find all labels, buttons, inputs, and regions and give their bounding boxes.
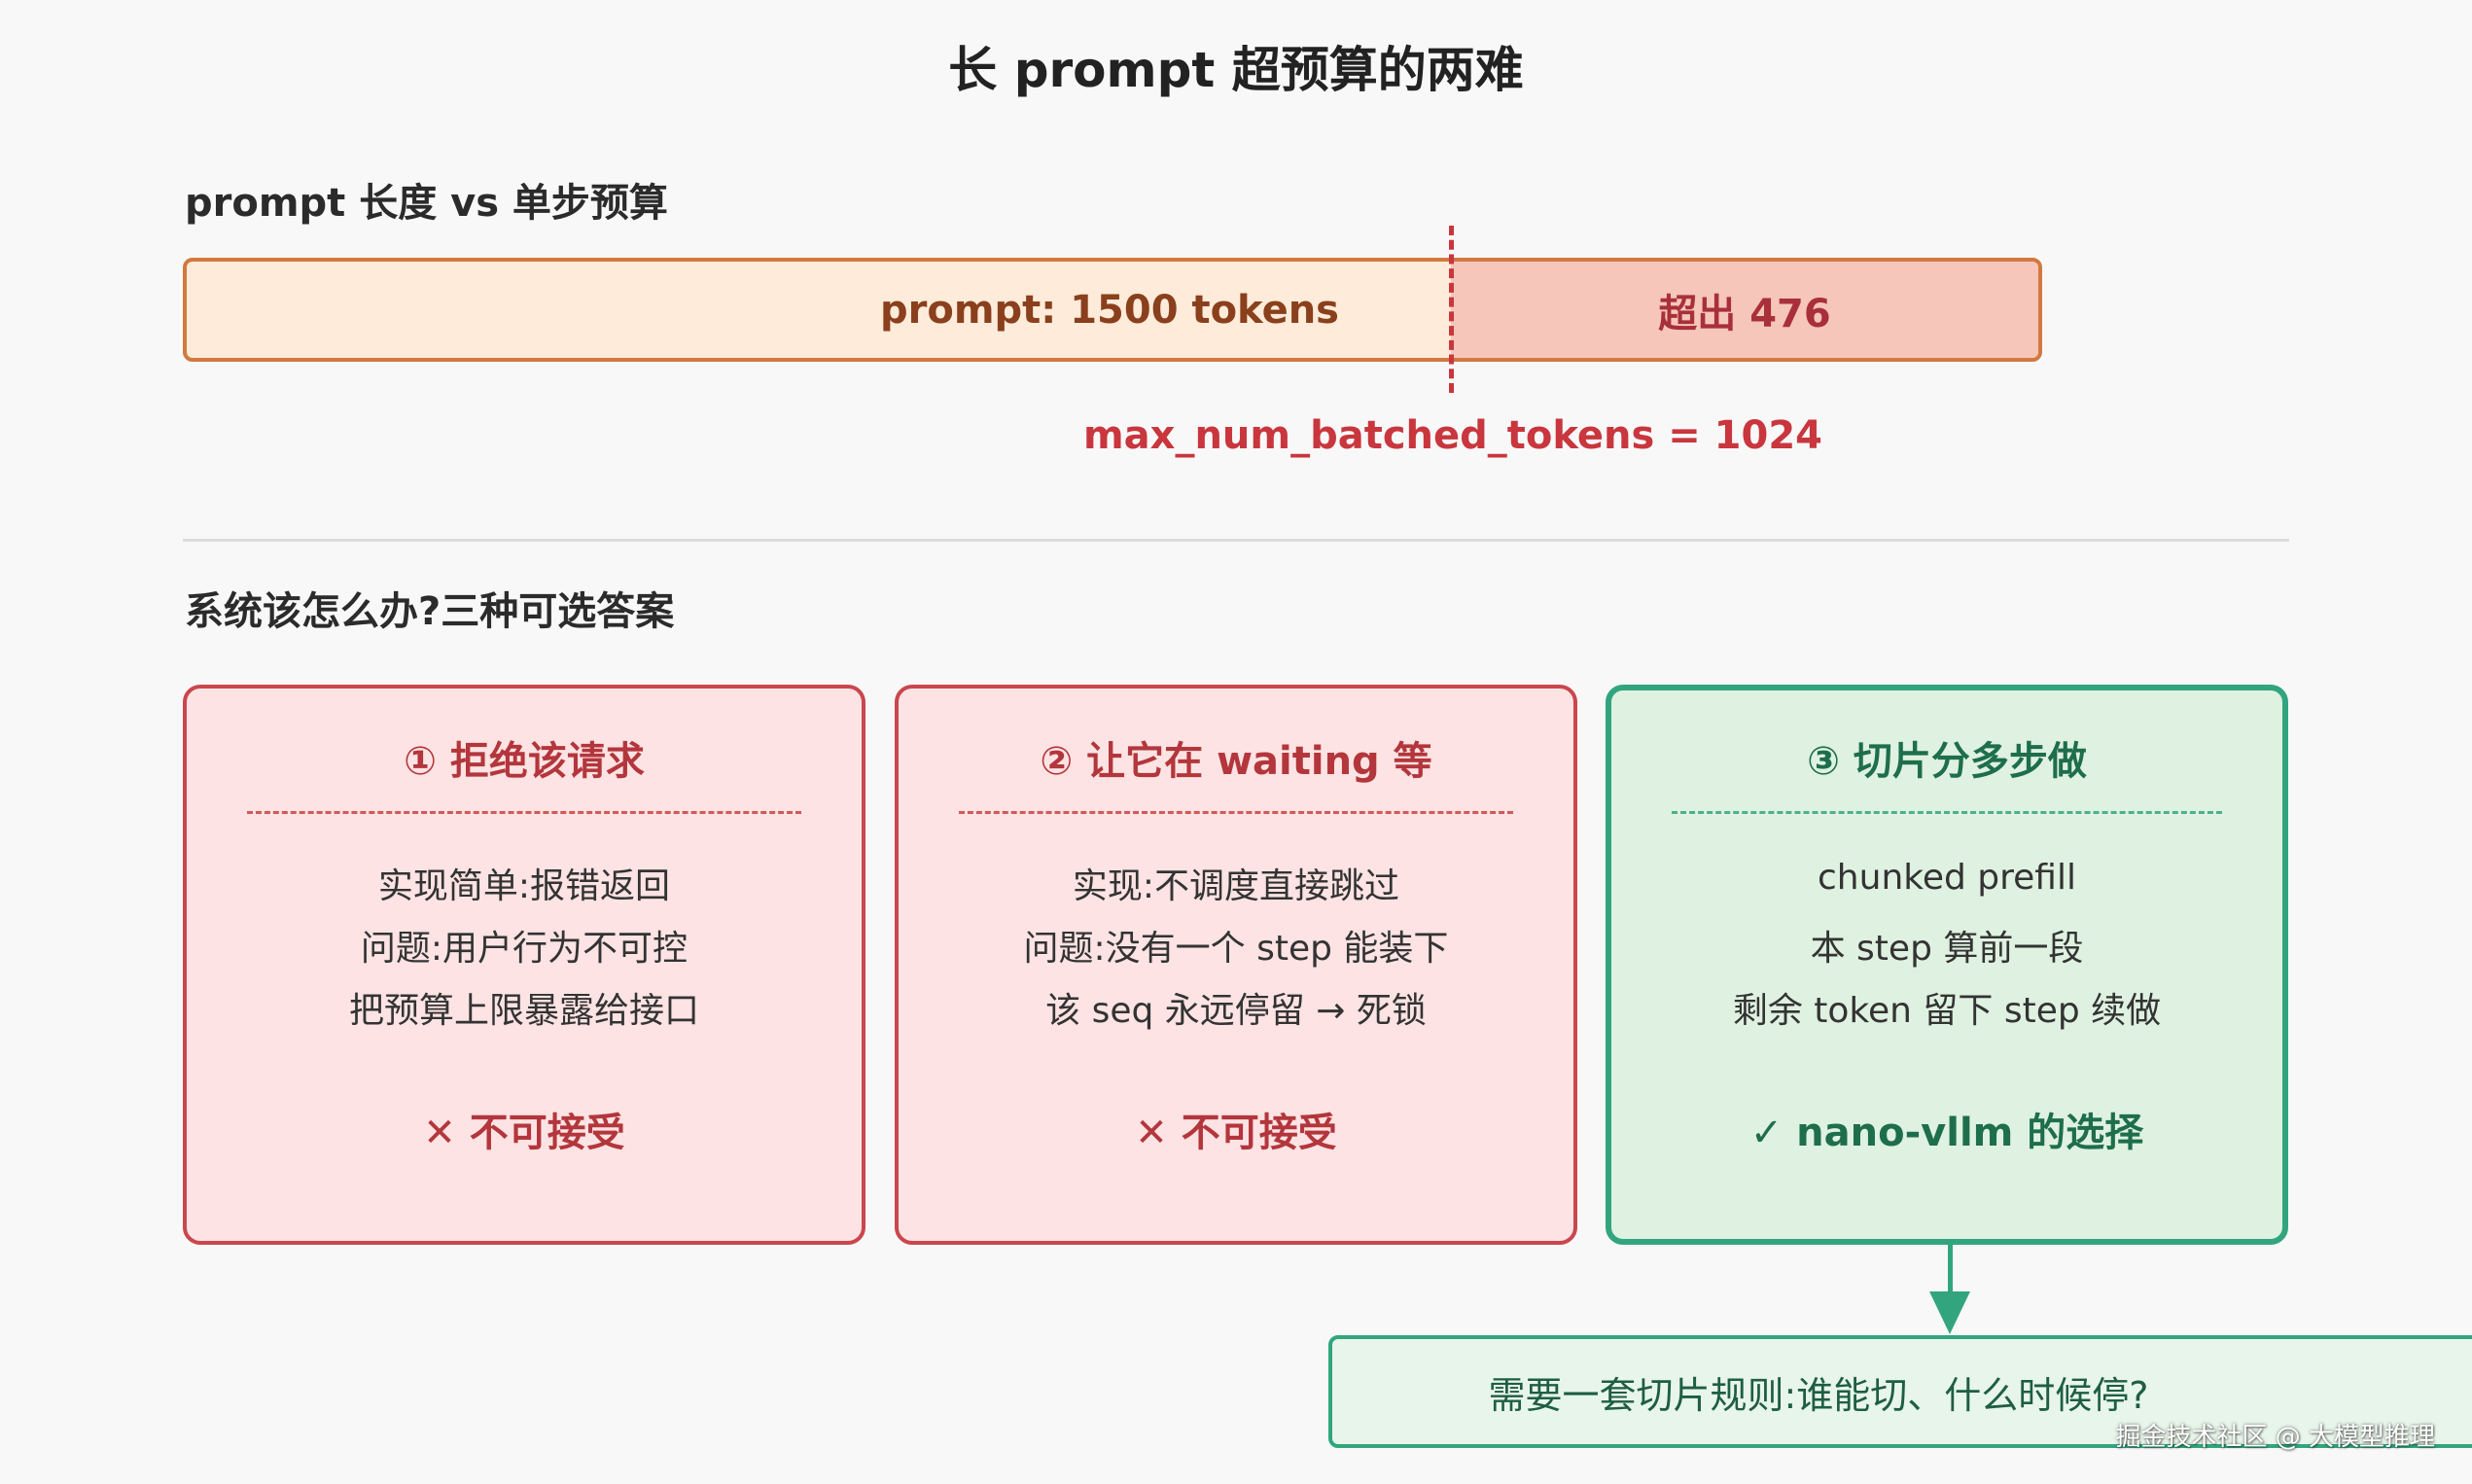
option-line: 问题:用户行为不可控 (360, 929, 689, 969)
card-divider (1672, 811, 2222, 814)
watermark: 掘金技术社区 @ 大模型推理 (2115, 1423, 2435, 1452)
option-title-wait: ② 让它在 waiting 等 (1040, 739, 1432, 784)
section-label-length-vs-budget: prompt 长度 vs 单步预算 (185, 181, 668, 226)
budget-limit-marker (1449, 226, 1454, 393)
chunk-rule-note: 需要一套切片规则:谁能切、什么时候停? (1328, 1335, 2472, 1448)
option-verdict-chunk: ✓ nano-vllm 的选择 (1749, 1111, 2144, 1155)
option-line: 该 seq 永远停留 → 死锁 (1045, 991, 1427, 1031)
option-line: 实现简单:报错返回 (377, 866, 671, 906)
option-title-reject: ① 拒绝该请求 (404, 739, 645, 784)
card-divider (959, 811, 1513, 814)
budget-limit-label: max_num_batched_tokens = 1024 (1082, 413, 1823, 458)
option-verdict-wait: ✕ 不可接受 (1135, 1111, 1337, 1155)
option-line: 把预算上限暴露给接口 (348, 991, 699, 1031)
option-card-wait: ② 让它在 waiting 等 实现:不调度直接跳过 问题:没有一个 step … (895, 685, 1577, 1245)
prompt-length-bar: prompt: 1500 tokens 超出 476 (183, 258, 2042, 362)
arrow-head-icon (1929, 1291, 1970, 1334)
section-divider (183, 539, 2289, 542)
section-label-options: 系统该怎么办?三种可选答案 (185, 589, 675, 634)
option-line: 本 step 算前一段 (1810, 929, 2084, 969)
option-card-chunk: ③ 切片分多步做 chunked prefill 本 step 算前一段 剩余 … (1606, 685, 2288, 1245)
option-line: 问题:没有一个 step 能装下 (1023, 929, 1449, 969)
overflow-label: 超出 476 (1658, 291, 1831, 336)
option-line: 实现:不调度直接跳过 (1072, 866, 1400, 906)
option-line: 剩余 token 留下 step 续做 (1732, 991, 2162, 1031)
option-line: chunked prefill (1818, 858, 2076, 898)
diagram-title: 长 prompt 超预算的两难 (948, 42, 1524, 98)
arrow-to-note (1948, 1245, 1953, 1295)
option-title-chunk: ③ 切片分多步做 (1807, 739, 2087, 784)
chunk-rule-text: 需要一套切片规则:谁能切、什么时候停? (1488, 1373, 2149, 1417)
option-verdict-reject: ✕ 不可接受 (423, 1111, 625, 1155)
prompt-length-label: prompt: 1500 tokens (880, 287, 1339, 333)
option-card-reject: ① 拒绝该请求 实现简单:报错返回 问题:用户行为不可控 把预算上限暴露给接口 … (183, 685, 865, 1245)
overflow-segment (1451, 262, 2038, 358)
card-divider (247, 811, 801, 814)
